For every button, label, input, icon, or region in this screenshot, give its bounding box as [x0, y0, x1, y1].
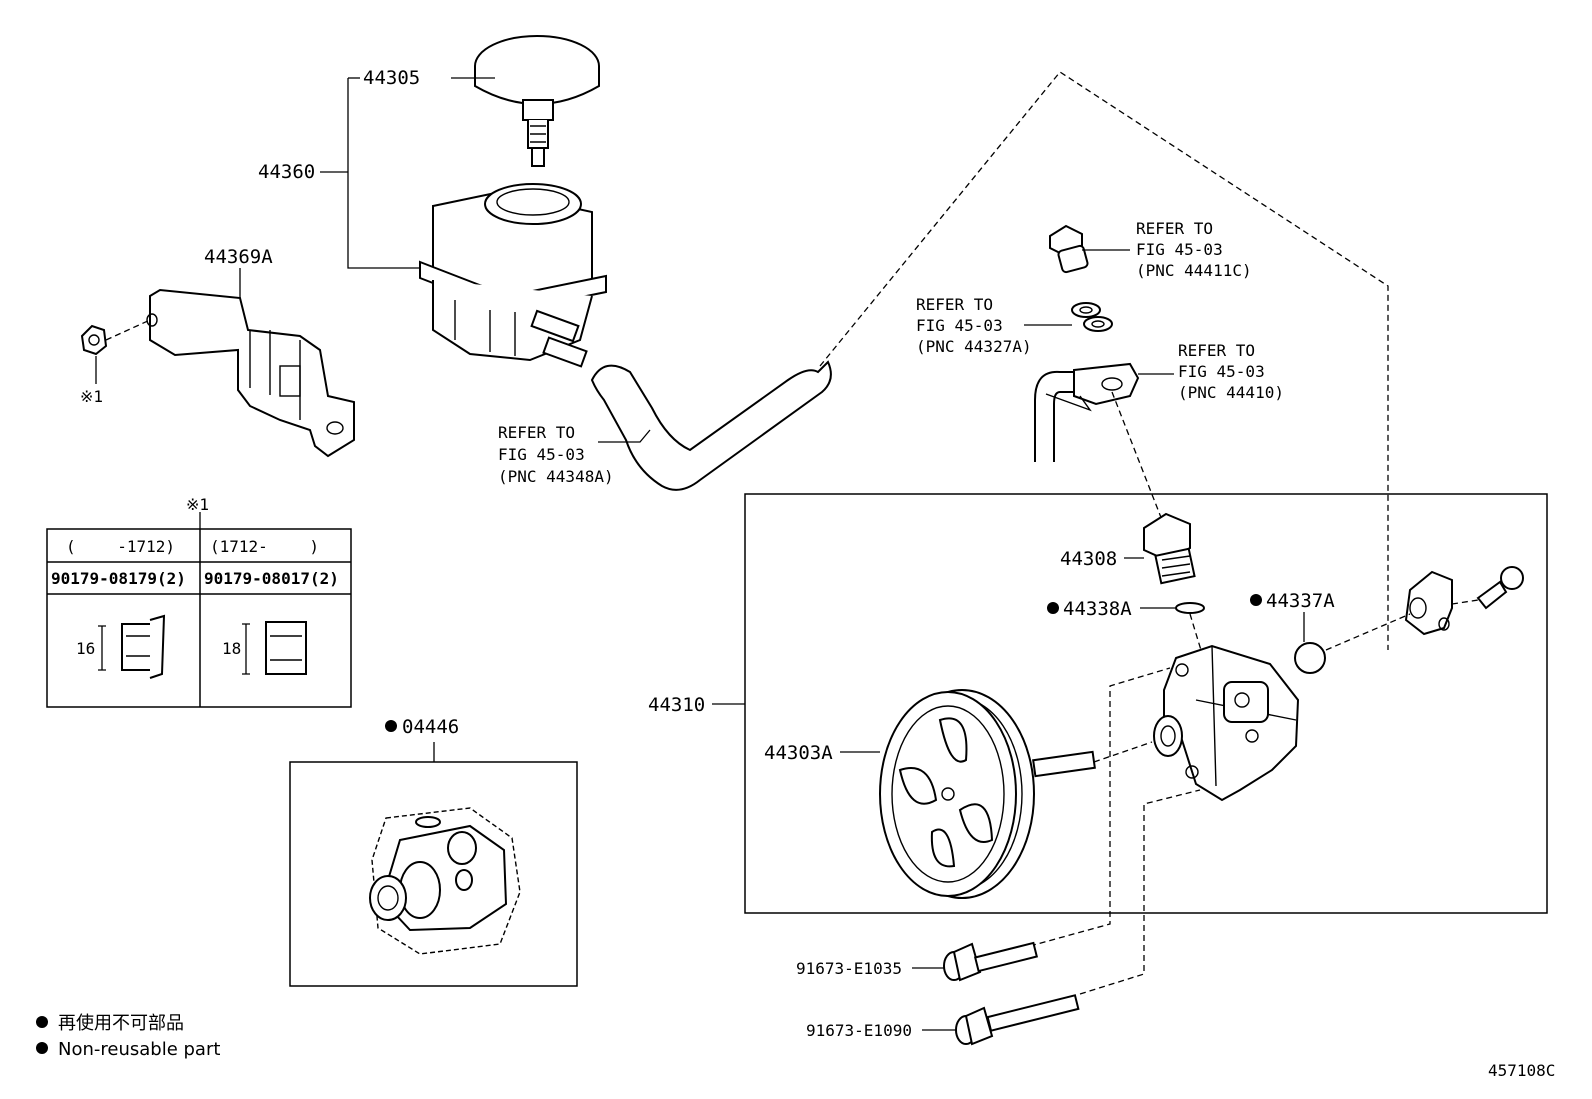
non-reusable-dot-44337A: [1250, 594, 1262, 606]
nut-table-partno-2: 90179-08017(2): [204, 569, 339, 588]
pipe-to-fitting-dashline: [1111, 391, 1163, 521]
non-reusable-dot-04446: [385, 720, 397, 732]
shaft-dashline: [1093, 741, 1153, 763]
nut-table-header-2: (1712- ): [210, 537, 319, 556]
refer-hose-2: FIG 45-03: [498, 445, 585, 464]
hose-dashed-envelope: [819, 71, 1389, 650]
bolt-91673-E1090: [955, 994, 1080, 1046]
legend-dot-en: [36, 1042, 48, 1054]
refer-pipe-1: REFER TO: [1178, 341, 1255, 360]
port-dashline: [1325, 613, 1411, 651]
refer-hose-3: (PNC 44348A): [498, 467, 614, 486]
o-ring-44338A: [1175, 602, 1205, 614]
refer-gasket-2: FIG 45-03: [916, 316, 1003, 335]
pressure-pipe-44410: [1034, 362, 1140, 462]
label-44337A: 44337A: [1266, 590, 1335, 612]
suction-hose: [590, 360, 832, 491]
bracket-nut: [80, 324, 108, 356]
label-bolt-E1035: 91673-E1035: [796, 959, 902, 978]
figure-id: 457108C: [1488, 1061, 1555, 1080]
gasket-kit-box: [289, 761, 578, 987]
port-bolt-dashline: [1451, 599, 1479, 605]
refer-pipe-2: FIG 45-03: [1178, 362, 1265, 381]
legend-dot-jp: [36, 1016, 48, 1028]
reservoir-bracket-44369A: [146, 288, 355, 458]
label-44305: 44305: [363, 67, 420, 89]
reservoir-leaders: [320, 77, 495, 269]
refer-union-1: REFER TO: [1136, 219, 1213, 238]
nut-variant-table: [46, 512, 352, 708]
gasket-kit-drawing: [369, 807, 521, 955]
bracket-nut-dashline: [105, 319, 151, 341]
bolt2-guide: [1079, 789, 1201, 995]
label-bolt-E1090: 91673-E1090: [806, 1021, 912, 1040]
label-44360: 44360: [258, 161, 315, 183]
label-note1-table: ※1: [186, 495, 209, 514]
nut-variant-2-drawing: [242, 621, 307, 675]
pulley-44303A: [879, 689, 1096, 899]
label-44369A: 44369A: [204, 246, 273, 268]
nut-table-partno-1: 90179-08179(2): [51, 569, 186, 588]
label-44308: 44308: [1060, 548, 1117, 570]
reservoir-cap-44305: [474, 35, 600, 167]
gasket-44327A: [1071, 302, 1113, 332]
reservoir-tank-44360: [419, 183, 607, 368]
bolt-91673-E1035: [943, 941, 1039, 982]
label-44310: 44310: [648, 694, 705, 716]
refer-gasket-1: REFER TO: [916, 295, 993, 314]
pump-assy-box-44310: [744, 493, 1548, 914]
refer-union-3: (PNC 44411C): [1136, 261, 1252, 280]
fitting-44308: [1143, 512, 1196, 585]
pump-body: [1153, 644, 1300, 802]
suction-port-fitting: [1404, 570, 1453, 636]
nut-variant-1-drawing: [98, 614, 166, 679]
legend-en: Non-reusable part: [58, 1039, 220, 1060]
refer-gasket-3: (PNC 44327A): [916, 337, 1032, 356]
nut-dim-18: 18: [222, 639, 241, 658]
label-44303A: 44303A: [764, 742, 833, 764]
non-reusable-dot-44338A: [1047, 602, 1059, 614]
hose-leader: [598, 429, 651, 443]
nut-table-header-1: ( -1712): [66, 537, 175, 556]
refer-pipe-3: (PNC 44410): [1178, 383, 1284, 402]
refer-union-2: FIG 45-03: [1136, 240, 1223, 259]
o-ring-44337A: [1294, 642, 1326, 674]
legend-jp: 再使用不可部品: [58, 1013, 184, 1034]
bolt1-guide: [1029, 667, 1171, 947]
label-04446: 04446: [402, 716, 459, 738]
union-bolt-44411C: [1049, 224, 1089, 274]
refer-hose-1: REFER TO: [498, 423, 575, 442]
suction-port-bolt: [1476, 566, 1524, 610]
nut-dim-16: 16: [76, 639, 95, 658]
label-44338A: 44338A: [1063, 598, 1132, 620]
label-note1-bracket: ※1: [80, 387, 103, 406]
